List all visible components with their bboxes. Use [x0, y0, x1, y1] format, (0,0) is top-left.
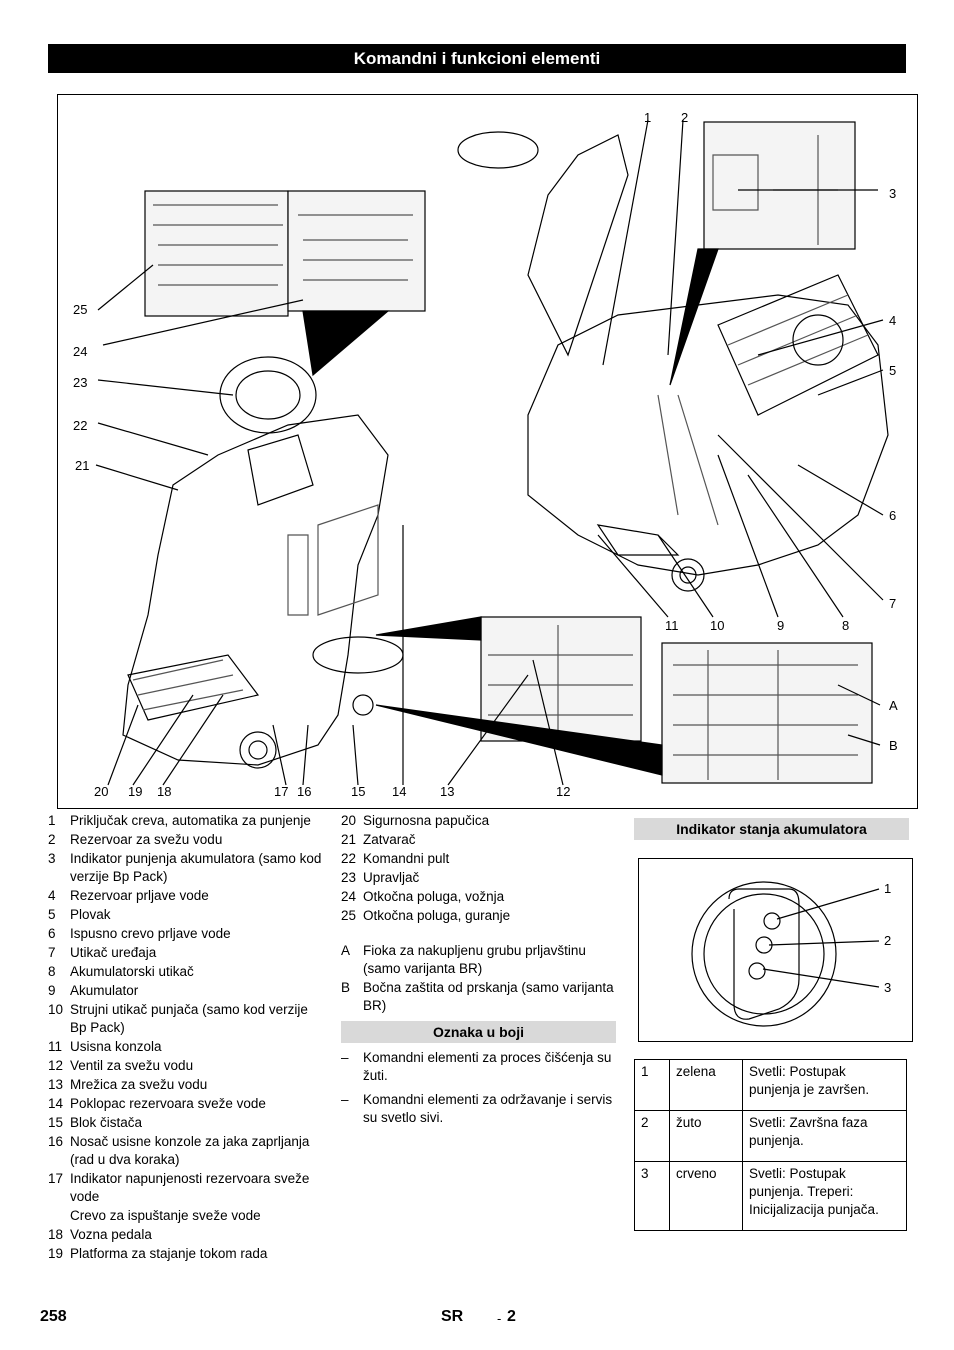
- callout-23: 23: [73, 375, 88, 390]
- machine-drawing: [95, 119, 889, 786]
- table-row: 3 crveno Svetli: Postupak punjenja. Trep…: [634, 1161, 907, 1231]
- color-marking-item: –Komandni elementi za održavanje i servi…: [341, 1092, 613, 1125]
- color-marking-heading: Oznaka u boji: [341, 1021, 616, 1043]
- callout-15: 15: [351, 784, 366, 799]
- color-marking-item: –Komandni elementi za proces čišćenja su…: [341, 1050, 612, 1083]
- battery-status-table: 1 zelena Svetli: Postupak punjenja je za…: [634, 1059, 907, 1231]
- machine-diagram: 1 2 3 4 5 6 7 11 10 9 8 25 24 23 22 21 2…: [57, 94, 918, 809]
- callout-9: 9: [777, 618, 785, 633]
- battery-indicator-drawing: [691, 881, 880, 1027]
- language-code: SR: [441, 1308, 464, 1325]
- table-row: 1 zelena Svetli: Postupak punjenja je za…: [634, 1059, 907, 1111]
- table-row: 2 žuto Svetli: Završna faza punjenja.: [634, 1110, 907, 1162]
- callout-4: 4: [889, 313, 897, 328]
- callout-10: 10: [710, 618, 725, 633]
- battery-callout-1: 1: [884, 881, 892, 896]
- page-title: Komandni i funkcioni elementi: [48, 44, 906, 73]
- battery-indicator-heading: Indikator stanja akumulatora: [634, 818, 909, 840]
- callout-20: 20: [94, 784, 109, 799]
- callout-24: 24: [73, 344, 88, 359]
- callout-a: A: [889, 698, 898, 713]
- callout-2: 2: [681, 110, 689, 125]
- legend-item: Crevo za ispuštanje sveže vode: [70, 1208, 261, 1223]
- battery-callout-2: 2: [884, 933, 892, 948]
- battery-indicator-figure: 1 2 3: [638, 858, 913, 1042]
- callout-19: 19: [128, 784, 143, 799]
- callout-14: 14: [392, 784, 407, 799]
- callout-13: 13: [440, 784, 455, 799]
- callout-12: 12: [556, 784, 571, 799]
- battery-callout-3: 3: [884, 980, 892, 995]
- callout-1: 1: [644, 110, 652, 125]
- callout-8: 8: [842, 618, 850, 633]
- callout-21: 21: [75, 458, 90, 473]
- page-number: 258: [40, 1308, 67, 1325]
- callout-11: 11: [665, 618, 679, 633]
- callout-25: 25: [73, 302, 88, 317]
- callout-17: 17: [274, 784, 289, 799]
- callout-22: 22: [73, 418, 88, 433]
- sub-page-number: 2: [507, 1308, 516, 1325]
- callout-18: 18: [157, 784, 172, 799]
- callout-3: 3: [889, 186, 897, 201]
- footer-dash: -: [497, 1311, 502, 1326]
- callout-7: 7: [889, 596, 897, 611]
- callout-b: B: [889, 738, 898, 753]
- callout-5: 5: [889, 363, 897, 378]
- callout-6: 6: [889, 508, 897, 523]
- callout-16: 16: [297, 784, 312, 799]
